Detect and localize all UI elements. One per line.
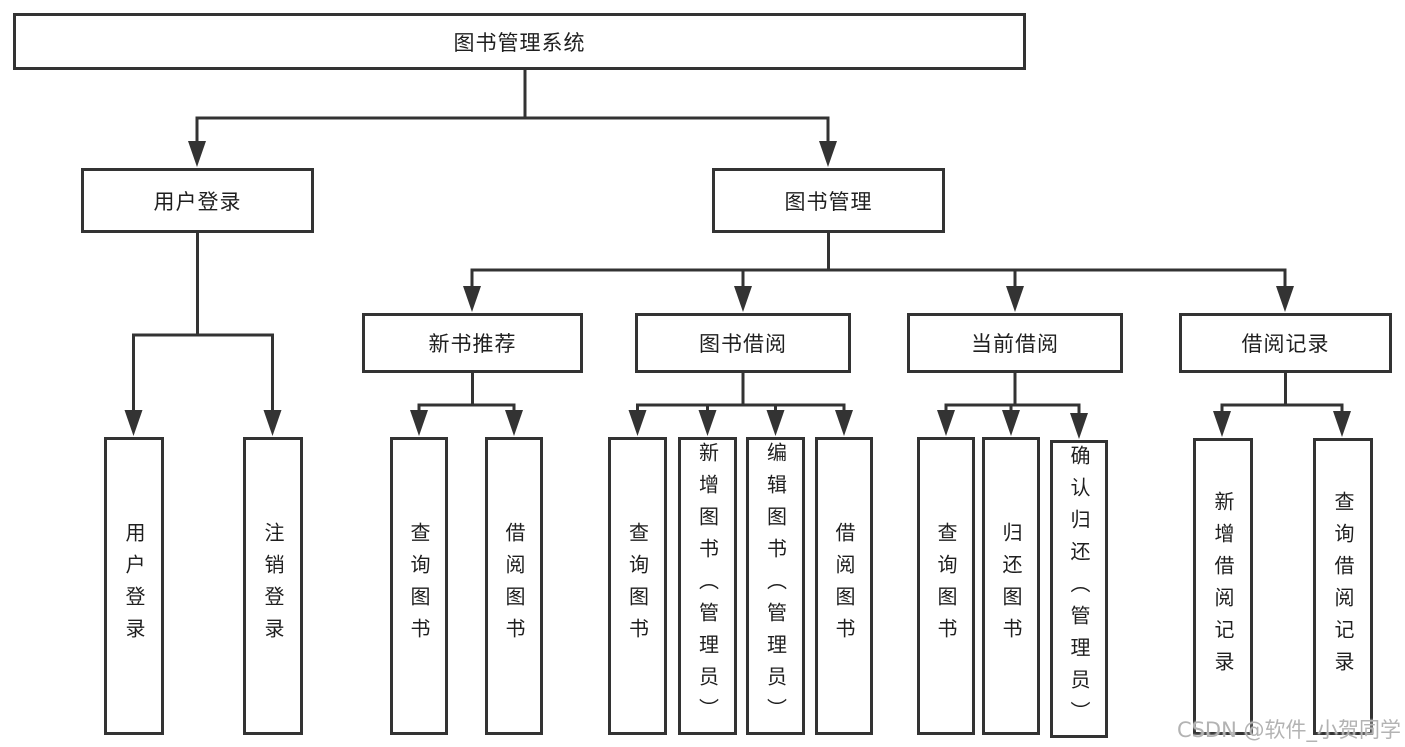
node-label: 用户登录 [122,522,146,650]
node-label: 借阅图书 [832,522,856,650]
leaf-confirm-return-admin: 确认归还（管理员） [1050,440,1108,738]
node-new-book-recommend: 新书推荐 [362,313,583,373]
node-user-login: 用户登录 [81,168,314,233]
node-label: 图书管理 [784,189,873,214]
node-label: 归还图书 [999,522,1023,650]
leaf-query-book-1: 查询图书 [390,437,448,735]
arrowheads [124,141,1351,439]
leaf-query-book-2: 查询图书 [608,437,667,735]
node-label: 编辑图书（管理员） [763,442,788,730]
node-label: 借阅记录 [1241,332,1330,356]
leaf-borrow-book-2: 借阅图书 [815,437,873,735]
node-label: 图书借阅 [699,332,787,356]
leaf-user-login: 用户登录 [104,437,164,735]
node-label: 新增图书（管理员） [695,442,720,730]
node-label: 查询图书 [625,522,650,650]
leaf-query-book-3: 查询图书 [917,437,975,735]
node-label: 新书推荐 [428,332,517,356]
node-current-borrow: 当前借阅 [907,313,1123,373]
leaf-borrow-book-1: 借阅图书 [485,437,543,735]
node-label: 用户登录 [153,189,242,214]
node-label: 注销登录 [261,522,285,650]
node-label: 借阅图书 [502,522,526,650]
node-borrow-record: 借阅记录 [1179,313,1392,373]
node-label: 确认归还（管理员） [1067,445,1091,733]
leaf-edit-book-admin: 编辑图书（管理员） [746,437,805,735]
leaf-logout: 注销登录 [243,437,303,735]
node-label: 查询图书 [934,522,958,650]
node-label: 新增借阅记录 [1211,490,1235,683]
node-book-management: 图书管理 [712,168,945,233]
node-label: 查询图书 [407,522,431,650]
node-library-system: 图书管理系统 [13,13,1026,70]
leaf-query-borrow-record: 查询借阅记录 [1313,438,1373,735]
leaf-return-book: 归还图书 [982,437,1040,735]
node-label: 查询借阅记录 [1331,490,1355,683]
leaf-add-book-admin: 新增图书（管理员） [678,437,737,735]
leaf-add-borrow-record: 新增借阅记录 [1193,438,1253,735]
node-label: 图书管理系统 [453,30,586,55]
node-book-borrow: 图书借阅 [635,313,851,373]
node-label: 当前借阅 [971,332,1059,356]
watermark: CSDN @软件_小贺同学 [1176,718,1401,742]
